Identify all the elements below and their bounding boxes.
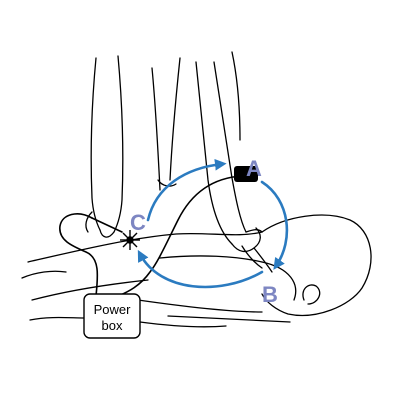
cable-to-probe-c (59, 213, 99, 297)
patient-figure (21, 214, 372, 328)
probe-c (91, 217, 140, 250)
power-box: Power box (83, 293, 141, 339)
patient-head (261, 214, 372, 316)
cables (59, 175, 243, 297)
patient-sheet (29, 316, 227, 328)
label-point-c: C (130, 210, 146, 235)
therapist-torso (151, 51, 241, 191)
patient-forearm (167, 315, 291, 323)
therapist-right-arm (195, 61, 273, 273)
arrow-b-to-c (137, 249, 264, 289)
spark-icon (120, 230, 140, 250)
power-box-label-line1: Power (94, 302, 132, 317)
patient-upper-arm (159, 255, 263, 263)
patient-torso-side (31, 279, 149, 301)
cycle-arrows (137, 158, 289, 289)
patient-lower-torso (137, 299, 263, 313)
patient-hip (21, 270, 67, 279)
patient-ear (302, 284, 321, 305)
patient-back (27, 231, 263, 263)
arrow-a-to-b (260, 180, 289, 270)
power-box-label-line2: box (102, 318, 123, 333)
patient-shoulder (261, 261, 297, 301)
label-point-a: A (246, 156, 262, 181)
cable-to-electrode-a (117, 175, 243, 297)
therapist-left-arm (85, 55, 124, 238)
label-point-b: B (262, 282, 278, 307)
electrode-pad-icon (234, 166, 258, 182)
arrow-c-to-a (146, 158, 227, 222)
